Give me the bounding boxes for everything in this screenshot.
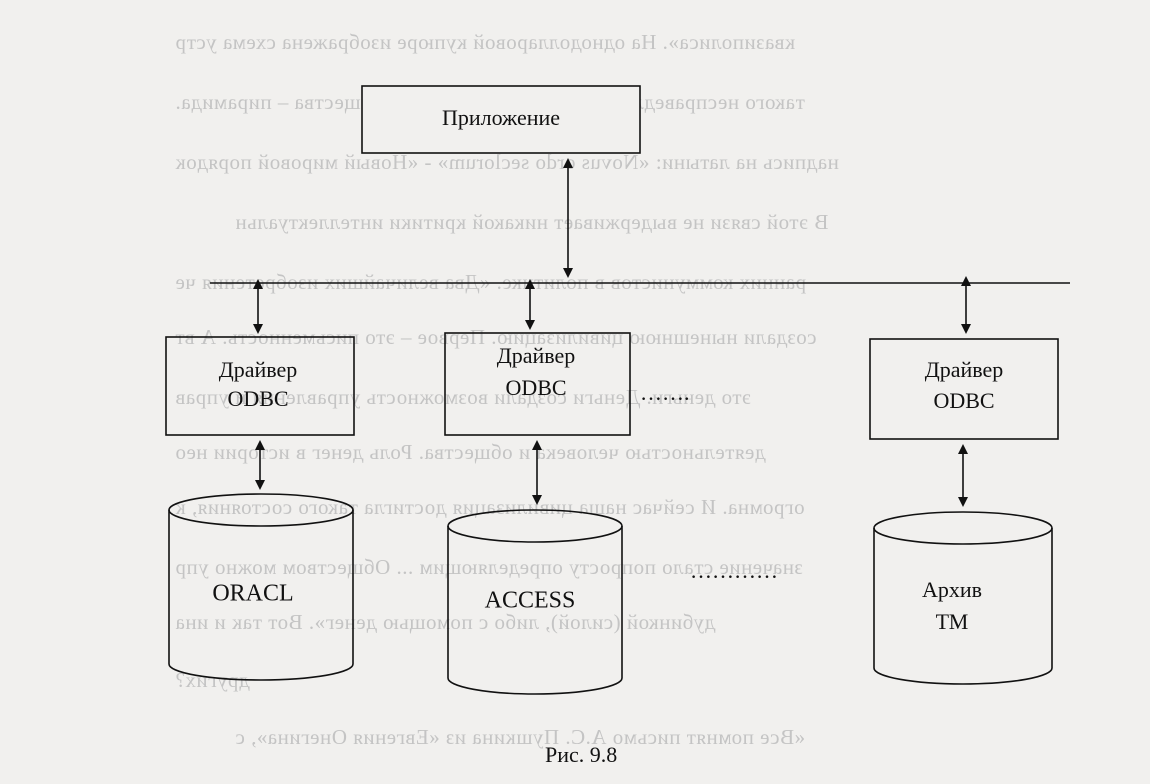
driver-box-1: Драйвер ODBC [165, 336, 355, 436]
database-archive: Архив ТМ [873, 511, 1053, 685]
drivers-ellipsis: ……. [640, 380, 690, 405]
application-label: Приложение [442, 105, 560, 130]
driver-label-line2: ODBC [933, 388, 994, 413]
driver-label-line1: Драйвер [219, 357, 298, 382]
driver-label-line2: ODBC [227, 386, 288, 411]
driver-label-line2: ODBC [505, 375, 566, 400]
database-label-line1: Архив [922, 577, 982, 602]
database-access: ACCESS [447, 509, 623, 695]
database-label-line2: ТМ [936, 609, 969, 634]
driver-box-3: Драйвер ODBC [869, 338, 1059, 440]
application-box: Приложение [361, 85, 641, 154]
database-label: ORACL [212, 581, 293, 607]
driver-label-line1: Драйвер [497, 343, 576, 368]
database-oracle: ORACL [168, 493, 354, 681]
driver-label-line1: Драйвер [925, 357, 1004, 382]
databases-ellipsis: ………… [690, 558, 778, 583]
figure-caption: Рис. 9.8 [545, 742, 618, 767]
database-label: ACCESS [485, 588, 576, 614]
driver-box-2: Драйвер ODBC [444, 332, 631, 436]
